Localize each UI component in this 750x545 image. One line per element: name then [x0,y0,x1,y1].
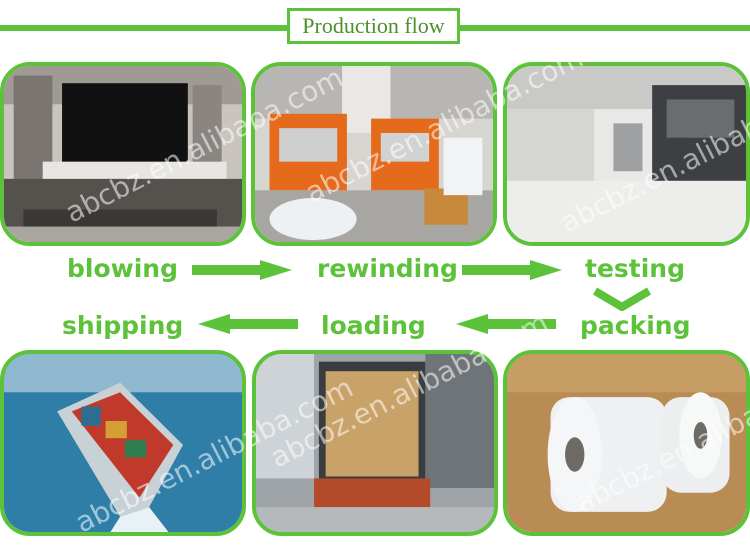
title-box: Production flow [287,8,460,44]
arrow-right-icon [192,260,292,280]
page-title: Production flow [302,13,445,38]
arrow-left-icon [198,314,298,334]
loading-photo [252,350,498,536]
blowing-photo [0,62,246,246]
header-rule-right [457,25,750,31]
step-rewinding: rewinding [317,254,458,283]
header-rule-left [0,25,290,31]
testing-photo [503,62,750,246]
arrow-down-icon [592,287,652,311]
step-testing: testing [585,254,685,283]
arrow-right-icon [462,260,562,280]
step-packing: packing [580,311,691,340]
shipping-photo [0,350,246,536]
packing-photo [503,350,750,536]
step-loading: loading [321,311,426,340]
rewinding-photo [251,62,497,246]
arrow-left-icon [456,314,556,334]
step-blowing: blowing [67,254,178,283]
step-shipping: shipping [62,311,184,340]
